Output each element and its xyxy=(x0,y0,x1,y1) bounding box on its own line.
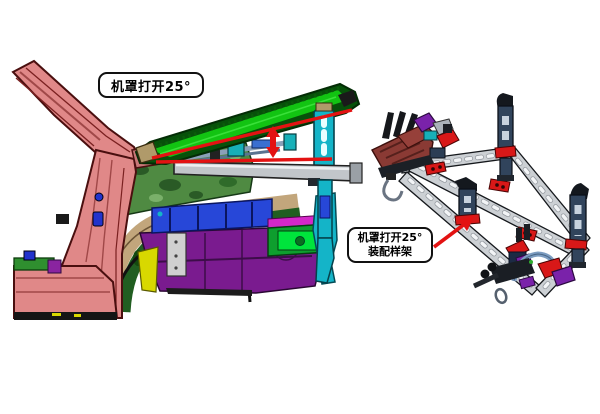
fixture-post-right xyxy=(564,183,589,268)
car-body-illustration xyxy=(11,59,363,320)
hood-latch-black xyxy=(338,90,357,107)
hood-open xyxy=(134,82,361,166)
support-beam-gray xyxy=(173,161,363,184)
purple-block xyxy=(47,259,62,274)
fixture-label-line2: 装配样架 xyxy=(368,245,412,258)
fixture-illustration xyxy=(371,93,591,305)
hood-open-label: 机罩打开25° xyxy=(98,72,204,98)
gap-double-arrow xyxy=(266,126,280,158)
fixture-left-holder xyxy=(371,111,460,202)
fixture-label-line1: 机罩打开25° xyxy=(357,230,423,244)
pillar-bracket xyxy=(56,214,69,224)
blue-clip xyxy=(23,250,36,261)
lower-support-post xyxy=(308,178,335,284)
leader-arrow xyxy=(432,215,475,249)
hood-open-label-text: 机罩打开25° xyxy=(110,79,192,95)
angle-annotation xyxy=(151,108,353,164)
yellow-bracket xyxy=(137,246,159,293)
rocker-sill xyxy=(13,250,119,320)
pillar-plug xyxy=(94,192,104,202)
hood-prop-strut xyxy=(313,102,335,169)
fixture-bottom-clamps xyxy=(472,224,576,305)
fixture-label: 机罩打开25° 装配样架 xyxy=(347,227,433,263)
upper-rail-blue xyxy=(151,198,273,234)
fixture-post-top xyxy=(494,93,517,181)
